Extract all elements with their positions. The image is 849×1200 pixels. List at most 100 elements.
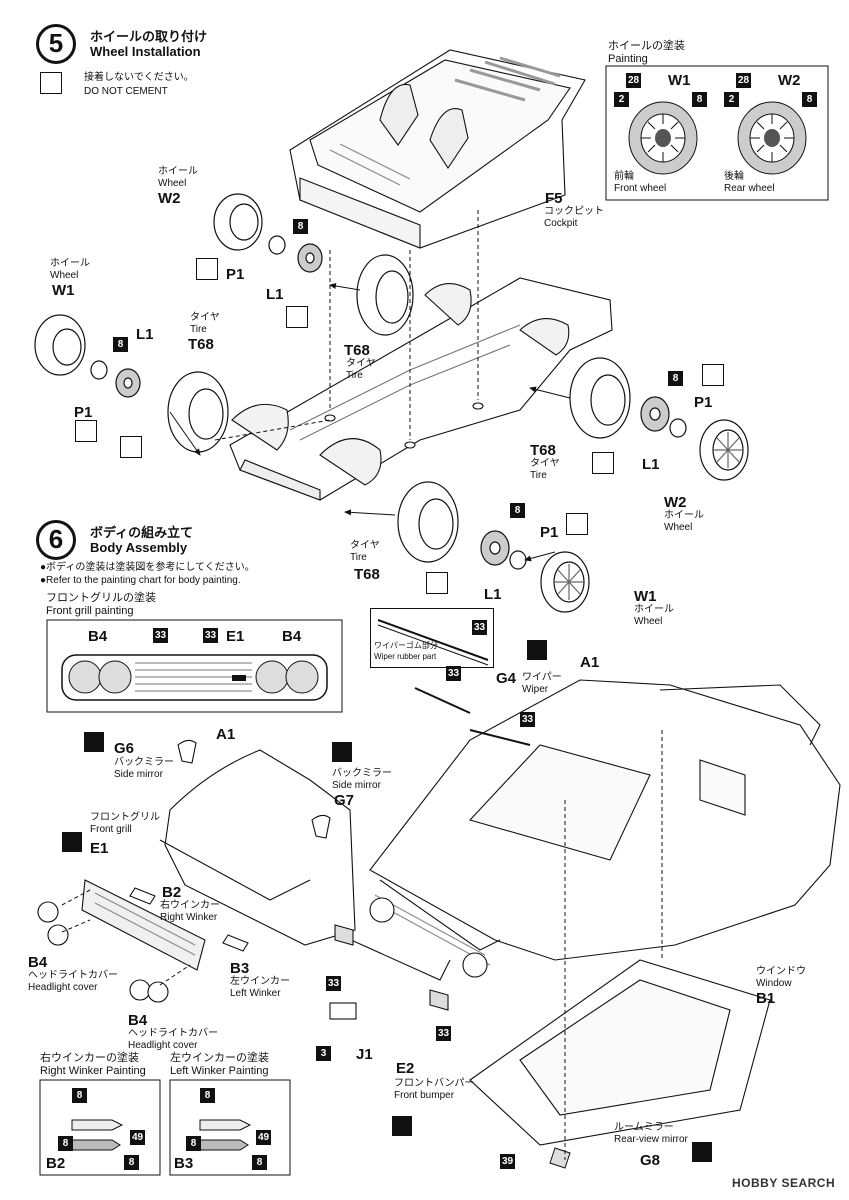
color-8-badge: 8 [510,503,525,518]
part-g4-code: G4 [496,670,517,687]
part-w1-left-jp: ホイール [50,258,90,269]
left-winker-color-49: 49 [256,1130,271,1145]
step-5-title-jp: ホイールの取り付け [90,29,208,44]
part-e2-jp: フロントバンパー [394,1078,475,1089]
part-b1-jp: ウインドウ [756,966,806,977]
part-g7-jp: バックミラー [332,768,392,779]
part-f5-code: F5 [545,190,563,207]
part-t68-left-en: Tire [190,324,207,335]
part-b4-a-jp: ヘッドライトカバー [28,970,118,981]
left-winker-color-c: 8 [252,1155,267,1170]
rear-wheel-label-en: Rear wheel [724,183,775,194]
part-g8-code: G8 [640,1152,661,1169]
part-a1-left-code: A1 [216,726,236,743]
part-b3-en: Left Winker [230,988,281,999]
step-6-number: 6 [36,520,76,560]
part-g4-en: Wiper [522,684,549,695]
part-l1-code: L1 [642,456,660,473]
front-wheel-code: W1 [668,72,691,89]
no-cement-icon [120,436,142,458]
part-w1-bottom-code: W1 [634,588,657,605]
right-winker-color-a: 8 [72,1088,87,1103]
part-f5-en: Cockpit [544,218,578,229]
part-t68-right-en: Tire [530,470,547,481]
front-wheel-color-2: 2 [614,92,629,107]
color-39-badge: 39 [500,1154,515,1169]
part-e2-en: Front bumper [394,1090,455,1101]
part-f5-jp: コックピット [544,206,604,217]
cockpit-f5-drawing [289,49,586,249]
right-winker-color-49: 49 [130,1130,145,1145]
part-b2-jp: 右ウインカー [160,900,220,911]
cement-icon [392,1116,412,1136]
color-3-badge: 3 [316,1046,331,1061]
part-l1-code: L1 [484,586,502,603]
front-wheel-color-8: 8 [692,92,707,107]
part-b4-b-en: Headlight cover [128,1040,198,1051]
part-g8-jp: ルームミラー [614,1122,674,1133]
wiper-rubber-jp: ワイパーゴム部分 [374,641,438,650]
part-g6-jp: バックミラー [114,757,174,768]
part-b4-b-jp: ヘッドライトカバー [128,1028,218,1039]
painting-title-jp: ホイールの塗装 [608,40,685,52]
rear-wheel-color-2: 2 [724,92,739,107]
part-l1-code: L1 [136,326,154,343]
part-t68-mid-jp: タイヤ [346,358,376,369]
part-b4-a-en: Headlight cover [28,982,98,993]
body-a1-drawing [329,679,841,1020]
part-a1-right-code: A1 [580,654,600,671]
part-b4-a-code: B4 [28,954,48,971]
cement-icon [692,1142,712,1162]
part-e2-code: E2 [396,1060,415,1077]
part-b2-code: B2 [162,884,182,901]
step-6-note-jp: ●ボディの塗装は塗装図を参考にしてください。 [40,562,255,573]
body-front-left-drawing [37,739,356,1003]
part-l1-code: L1 [266,286,284,303]
cement-icon [332,742,352,762]
part-w1-bottom-en: Wheel [634,616,663,627]
right-winker-color-c: 8 [124,1155,139,1170]
front-wheel-color-28: 28 [626,73,641,88]
part-t68-left-code: T68 [188,336,214,353]
grill-color-33-a: 33 [153,628,168,643]
color-8-badge: 8 [293,219,308,234]
part-t68-mid-code: T68 [344,342,370,359]
part-p1-code: P1 [74,404,93,421]
color-33-badge: 33 [326,976,341,991]
color-33-badge: 33 [520,712,535,727]
part-w2-top-code: W2 [158,190,181,207]
part-w1-bottom-jp: ホイール [634,604,674,615]
cement-icon [62,832,82,852]
left-winker-color-a: 8 [200,1088,215,1103]
part-w2-right-code: W2 [664,494,687,511]
grill-color-33-b: 33 [203,628,218,643]
rear-wheel-color-28: 28 [736,73,751,88]
step-6-note-en: ●Refer to the painting chart for body pa… [40,575,241,586]
painting-title-en: Painting [608,53,648,65]
no-cement-icon [566,513,588,535]
left-winker-part: B3 [174,1155,194,1172]
left-winker-title-jp: 左ウインカーの塗装 [170,1052,269,1064]
winker-painting-boxes [39,1079,291,1176]
right-winker-color-b: 8 [58,1136,73,1151]
no-cement-icon [426,572,448,594]
step-6-title-en: Body Assembly [90,540,188,555]
no-cement-icon [702,364,724,386]
color-8-badge: 8 [668,371,683,386]
part-w1-left-code: W1 [52,282,75,299]
front-wheel-label-jp: 前輪 [614,171,634,182]
color-8-badge: 8 [113,337,128,352]
part-g8-en: Rear-view mirror [614,1134,688,1145]
left-winker-title-en: Left Winker Painting [170,1065,269,1077]
grill-label-b4-right: B4 [282,628,302,645]
part-p1-code: P1 [694,394,713,411]
step-5-note-en: DO NOT CEMENT [84,86,168,97]
part-b1-code: B1 [756,990,776,1007]
part-w2-top-en: Wheel [158,178,187,189]
rear-wheel-color-8: 8 [802,92,817,107]
wheel-painting-box [605,65,829,201]
color-33-badge: 33 [436,1026,451,1041]
step-5-number: 5 [36,24,76,64]
part-t68-left-jp: タイヤ [190,312,220,323]
